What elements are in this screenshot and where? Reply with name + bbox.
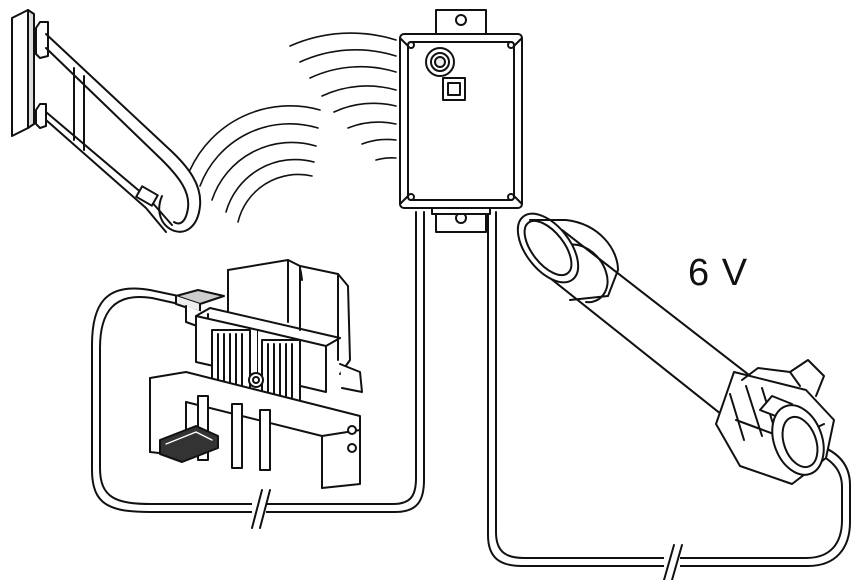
wireless-signal-icon	[189, 32, 397, 223]
battery-voltage-label: 6 V	[688, 252, 749, 294]
battery-cable	[487, 211, 851, 567]
battery-pack-icon	[516, 212, 835, 485]
grab-bar-icon	[11, 9, 202, 233]
valve-cable	[91, 211, 425, 513]
flush-valve-icon	[149, 259, 363, 489]
control-box-icon	[399, 9, 523, 233]
cable-break-icon	[663, 544, 683, 580]
cable-break-icon	[251, 489, 271, 529]
